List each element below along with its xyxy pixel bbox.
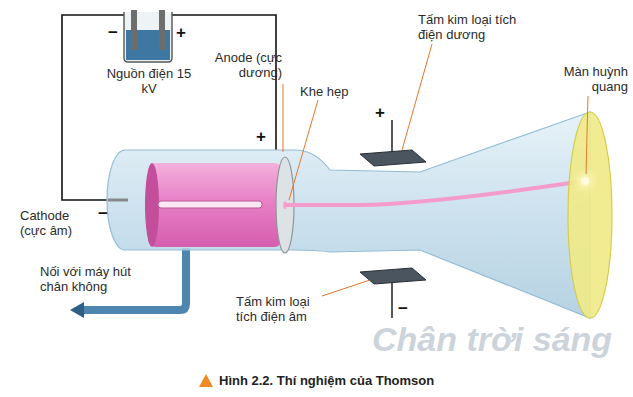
positive-plate-label: Tấm kim loại tích điện dương xyxy=(418,12,532,42)
glow-spot xyxy=(571,167,599,195)
terminal-sign: + xyxy=(176,24,186,41)
terminal-sign: − xyxy=(98,205,108,222)
leader-line xyxy=(283,84,284,152)
leader-line xyxy=(289,100,318,200)
battery-electrode xyxy=(159,10,165,50)
fluorescent-screen xyxy=(568,112,612,318)
plate-sign: − xyxy=(398,300,408,317)
negative-plate-label: Tấm kim loại tích điện âm xyxy=(236,294,322,324)
watermark: Chân trời sáng xyxy=(372,320,612,358)
cathode-glow xyxy=(148,163,282,247)
figure-caption: Hình 2.2. Thí nghiệm của Thomson xyxy=(219,373,434,389)
leader-line xyxy=(322,280,370,296)
cathode-ray xyxy=(286,181,584,205)
vacuum-label: Nối với máy hút chân không xyxy=(40,264,152,294)
terminal-sign: + xyxy=(256,128,266,145)
glass-tube xyxy=(107,112,590,318)
terminal-sign: − xyxy=(108,24,118,41)
plate-sign: + xyxy=(375,104,385,121)
leader-line xyxy=(402,44,432,150)
cathode-terminal xyxy=(108,199,128,202)
plate-wire xyxy=(391,120,392,152)
leader-line xyxy=(586,96,588,174)
caption-marker xyxy=(199,374,213,387)
anode-label: Anode (cực dương) xyxy=(210,50,282,80)
battery-electrode xyxy=(131,10,137,50)
positive-plate xyxy=(360,150,426,166)
cathode-label: Cathode (cực âm) xyxy=(20,208,82,238)
negative-plate xyxy=(360,268,426,284)
glow-spot xyxy=(581,177,589,185)
wire xyxy=(163,15,276,150)
power-source-label: Nguồn điện 15 kV xyxy=(103,66,195,96)
screen-label: Màn huỳnh quang xyxy=(548,64,628,94)
cathode-rod xyxy=(158,201,262,208)
plate-wire xyxy=(391,280,392,318)
pipe-arrow xyxy=(70,302,84,318)
cathode-disk xyxy=(145,163,159,247)
slit-label: Khe hẹp xyxy=(300,84,370,99)
